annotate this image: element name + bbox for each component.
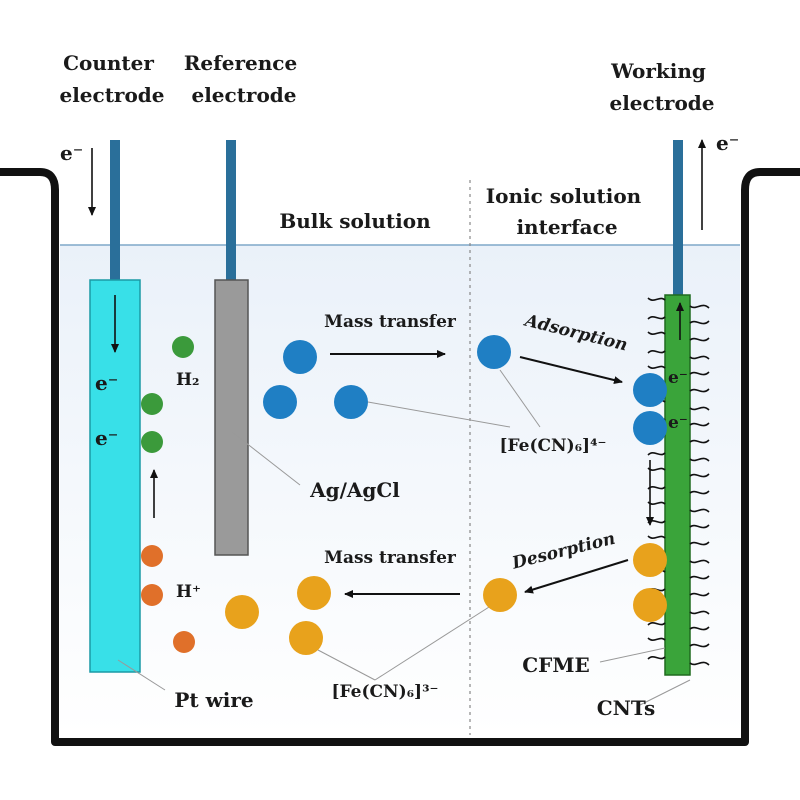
orange-ion-4 [297, 576, 331, 610]
electron-label-working-top: e⁻ [716, 131, 739, 155]
ferrocyanide-label: [Fe(CN)₆]⁴⁻ [499, 436, 606, 456]
hydrogen-molecules [141, 336, 194, 453]
cnt-fiber [647, 637, 666, 641]
ferricyanide-ions [225, 543, 667, 655]
proton-ions [141, 545, 195, 653]
red-ion-1 [141, 545, 163, 567]
orange-ion-1 [633, 543, 667, 577]
cnt-fiber [689, 457, 710, 462]
working-electrode-cfme [664, 294, 691, 676]
adsorption-arrow [519, 356, 623, 384]
red-ion-3 [173, 631, 195, 653]
cnt-fiber [689, 524, 710, 529]
working-electrode-label: Working electrode [609, 59, 714, 115]
cnt-fiber [647, 656, 666, 660]
reference-electrode-lead [226, 140, 236, 282]
cnt-fiber [647, 365, 666, 369]
cnt-fiber [689, 575, 710, 580]
pt-wire-label: Pt wire [174, 688, 253, 712]
blue-ion-2 [263, 385, 297, 419]
cfme-label: CFME [522, 653, 590, 677]
reference-electrode-label: Reference electrode [184, 51, 304, 107]
cnt-fiber [689, 508, 710, 513]
cnt-fiber [689, 337, 710, 342]
cnt-fiber [689, 473, 710, 478]
green-ion-1 [172, 336, 194, 358]
blue-ion-3 [334, 385, 368, 419]
orange-ion-2 [633, 588, 667, 622]
cnt-fiber [647, 297, 666, 301]
cnt-fiber [689, 304, 710, 309]
cnt-fiber [647, 331, 666, 335]
electron-label-counter-1: e⁻ [95, 371, 118, 395]
cnt-fiber [689, 592, 710, 597]
cnt-fiber [647, 316, 666, 320]
counter-electrode-label: Counter electrode [59, 51, 164, 107]
counter-electrode-lead [110, 140, 120, 282]
cnt-fiber [689, 643, 710, 648]
electron-label-working-1: e⁻ [668, 368, 688, 388]
working-electrode-lead [673, 140, 683, 298]
cnt-fiber [689, 661, 710, 666]
green-ion-2 [141, 393, 163, 415]
cnt-fiber [647, 622, 666, 626]
electron-label-counter-2: e⁻ [95, 426, 118, 450]
orange-ion-5 [225, 595, 259, 629]
electron-label-counter-top: e⁻ [60, 141, 83, 165]
cnt-fiber [689, 541, 710, 546]
blue-ion-5 [633, 373, 667, 407]
cnt-fiber [689, 422, 710, 427]
blue-ion-4 [477, 335, 511, 369]
desorption-arrow [524, 559, 629, 594]
cnt-fiber [689, 490, 710, 495]
cnt-fiber [689, 626, 710, 631]
green-ion-3 [141, 431, 163, 453]
cnt-fiber [689, 320, 710, 325]
cnt-fiber [689, 559, 710, 564]
blue-ion-6 [633, 411, 667, 445]
orange-ion-3 [483, 578, 517, 612]
leader-lines [117, 369, 691, 706]
ionic-interface-label: Ionic solution interface [486, 184, 648, 239]
reference-electrode-ag-agcl [214, 279, 249, 556]
red-ion-2 [141, 584, 163, 606]
cnt-fiber [647, 535, 666, 539]
bulk-solution-label: Bulk solution [279, 209, 431, 233]
cnt-fiber [689, 439, 710, 444]
cnt-fiber [689, 610, 710, 615]
mass-transfer-top-label: Mass transfer [324, 312, 457, 332]
h2-label: H₂ [176, 370, 200, 390]
h-plus-label: H⁺ [176, 582, 201, 602]
orange-ion-6 [289, 621, 323, 655]
cnt-fiber [689, 388, 710, 393]
blue-ion-1 [283, 340, 317, 374]
cnt-fiber [689, 355, 710, 360]
cnt-fiber [689, 406, 710, 411]
beaker [0, 168, 800, 746]
electron-label-working-2: e⁻ [668, 413, 688, 433]
mass-transfer-bottom-label: Mass transfer [324, 548, 457, 568]
cnt-fiber [647, 452, 666, 456]
ferrocyanide-ions [263, 335, 667, 445]
cnt-fiber [689, 371, 710, 376]
electrolyte-solution [60, 245, 740, 735]
cnts-label: CNTs [597, 696, 656, 720]
ag-agcl-label: Ag/AgCl [309, 478, 400, 502]
cnt-fiber [647, 350, 666, 354]
ferricyanide-label: [Fe(CN)₆]³⁻ [331, 682, 438, 702]
